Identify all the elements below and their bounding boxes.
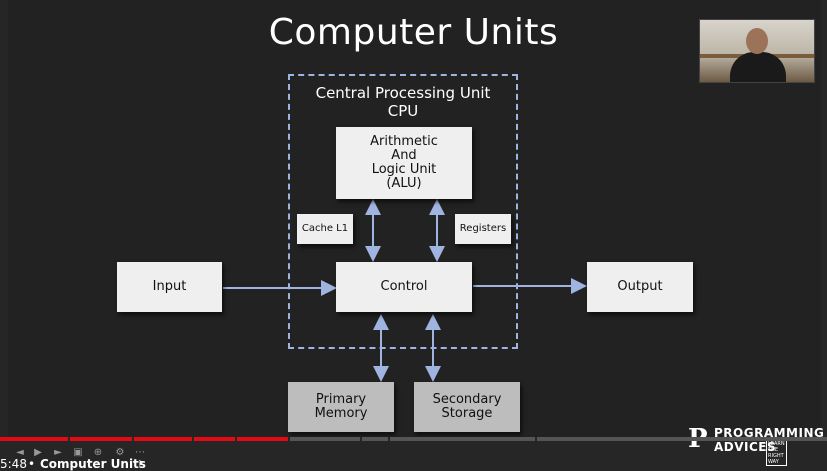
presenter-head: [746, 28, 768, 54]
chapter-marker: [288, 437, 290, 441]
zoom-icon[interactable]: ⊕: [93, 447, 103, 458]
input-box: Input: [117, 262, 222, 312]
output-box: Output: [587, 262, 693, 312]
chapter-marker: [132, 437, 134, 441]
chapter-marker: [360, 437, 362, 441]
time-separator: •: [28, 457, 36, 471]
secondary-storage-box: Secondary Storage: [414, 382, 520, 432]
cpu-boundary: [288, 74, 518, 349]
prev-icon[interactable]: ◄: [16, 447, 24, 458]
chapter-marker: [68, 437, 70, 441]
chapter-title[interactable]: Computer Units: [40, 457, 146, 471]
settings-icon[interactable]: ⚙: [115, 447, 125, 458]
registers-box: Registers: [455, 214, 511, 244]
webcam-overlay: [699, 19, 815, 83]
cache-l1-box: Cache L1: [297, 214, 353, 244]
cpu-title: Central Processing Unit CPU: [288, 84, 518, 120]
alu-box: Arithmetic And Logic Unit (ALU): [336, 127, 472, 199]
player-controls: ◄ ▶ ► ▣ ⊕ ⚙ ⋯ 5:48 • Computer Units ›: [0, 443, 827, 471]
brand-name: PROGRAMMING ADVICES: [714, 426, 824, 454]
video-progress-bar[interactable]: [0, 437, 827, 441]
next-icon[interactable]: ►: [54, 447, 62, 458]
chevron-right-icon[interactable]: ›: [138, 455, 144, 471]
primary-memory-box: Primary Memory: [288, 382, 394, 432]
video-time: 5:48: [0, 457, 27, 471]
video-progress-played: [0, 437, 290, 441]
brand-name-line2: ADVICES: [714, 440, 777, 454]
brand-name-line1: PROGRAMMING: [714, 426, 825, 440]
chapter-marker: [535, 437, 537, 441]
chapter-marker: [388, 437, 390, 441]
slide-canvas: [8, 0, 821, 440]
cpu-title-abbr: CPU: [387, 102, 419, 120]
cpu-title-full: Central Processing Unit: [315, 84, 491, 102]
control-box: Control: [336, 262, 472, 312]
presenter-body: [730, 52, 786, 82]
more-icon[interactable]: ⋯: [135, 447, 145, 458]
slide-title: Computer Units: [268, 12, 559, 53]
camera-icon[interactable]: ▣: [73, 447, 83, 458]
play-icon[interactable]: ▶: [34, 447, 42, 458]
chapter-marker: [235, 437, 237, 441]
chapter-marker: [192, 437, 194, 441]
